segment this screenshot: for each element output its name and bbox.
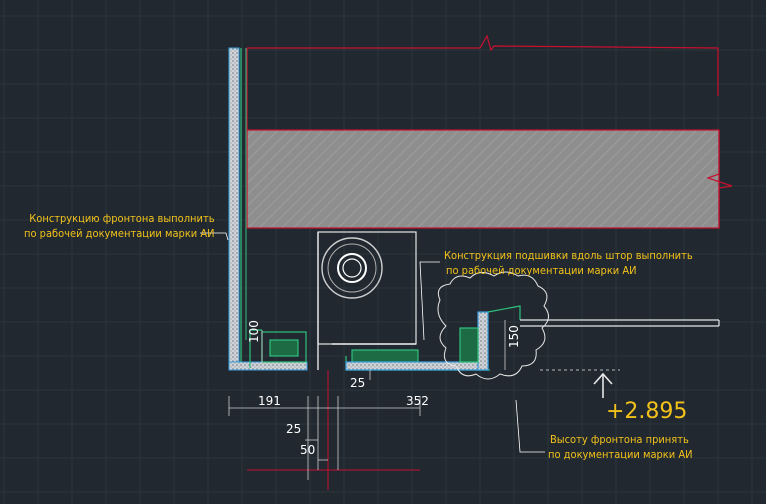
height-note-line-2: по документации марки АИ <box>548 448 693 461</box>
dimension-100: 100 <box>247 320 261 343</box>
curtain-note-line-2: по рабочей документации марки АИ <box>446 264 637 277</box>
curtain-note-line-1: Конструкция подшивки вдоль штор выполнит… <box>444 249 693 262</box>
elevation-marker <box>540 369 620 398</box>
dimension-25-right: 25 <box>350 376 366 390</box>
concrete-slab <box>246 129 733 229</box>
dimension-50: 50 <box>300 443 316 457</box>
height-note: Высоту фронтона принять по документации … <box>548 432 693 462</box>
revision-cloud <box>437 271 549 380</box>
facade-wall <box>228 47 308 371</box>
leader-lines <box>200 232 545 453</box>
dimension-lines <box>228 320 506 480</box>
dimension-150: 150 <box>507 325 521 348</box>
facade-note-line-1: Конструкцию фронтона выполнить <box>29 212 215 225</box>
dimension-191: 191 <box>258 394 281 408</box>
floor-finish-line <box>520 319 720 327</box>
dimension-25-left: 25 <box>286 422 302 436</box>
facade-note-line-2: по рабочей документации марки АИ <box>24 227 215 240</box>
axis-lines <box>247 370 420 490</box>
height-note-line-1: Высоту фронтона принять <box>550 433 689 446</box>
elevation-label: +2.895 <box>606 399 688 424</box>
facade-note: Конструкцию фронтона выполнить по рабоче… <box>24 211 215 241</box>
dimension-352: 352 <box>406 394 429 408</box>
upper-structure-outline <box>246 34 719 130</box>
curtain-box <box>317 231 417 370</box>
bottom-cladding <box>249 305 521 371</box>
curtain-note: Конструкция подшивки вдоль штор выполнит… <box>444 248 693 278</box>
